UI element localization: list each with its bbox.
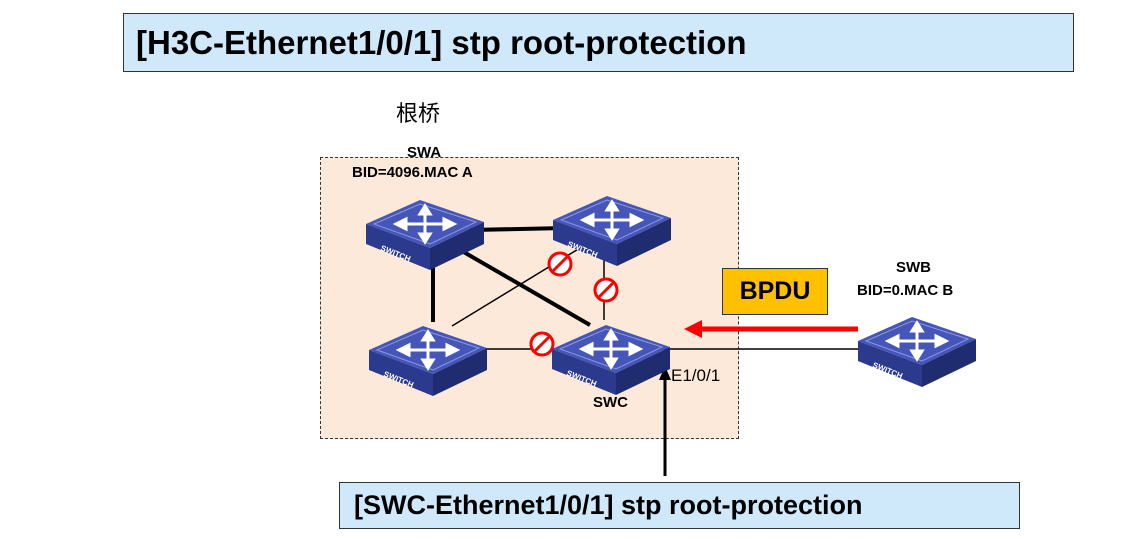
swb-name-label: SWB	[896, 259, 931, 276]
port-label: E1/0/1	[671, 366, 721, 385]
switch-icon: SWITCH	[366, 200, 484, 270]
link-swa-swc	[453, 245, 592, 327]
root-bridge-label: 根桥	[396, 102, 441, 127]
link-swa-top-right	[469, 226, 567, 232]
switch-icon: SWITCH	[369, 326, 487, 396]
red-arrow-icon	[684, 320, 858, 338]
bpdu-label-box: BPDU	[722, 268, 828, 315]
up-arrow-icon	[659, 366, 671, 476]
switch-icon: SWITCH	[552, 325, 670, 395]
swa-bid-label: BID=4096.MAC A	[352, 164, 473, 181]
swc-name-label: SWC	[593, 394, 628, 411]
blocked-port-icon	[529, 331, 555, 357]
blocked-port-icon	[547, 251, 573, 277]
swb-bid-label: BID=0.MAC B	[857, 282, 954, 299]
swa-name-label: SWA	[407, 144, 442, 161]
title-command-box: [H3C-Ethernet1/0/1] stp root-protection	[123, 13, 1074, 72]
bottom-command-text: [SWC-Ethernet1/0/1] stp root-protection	[354, 490, 863, 520]
switch-icon: SWITCH	[553, 196, 671, 266]
root-protection-zone	[320, 157, 739, 439]
bottom-command-box: [SWC-Ethernet1/0/1] stp root-protection	[339, 482, 1020, 529]
bpdu-label: BPDU	[739, 277, 811, 305]
blocked-port-icon	[593, 277, 619, 303]
switch-icon: SWITCH	[858, 317, 976, 387]
title-command-text: [H3C-Ethernet1/0/1] stp root-protection	[136, 23, 747, 61]
